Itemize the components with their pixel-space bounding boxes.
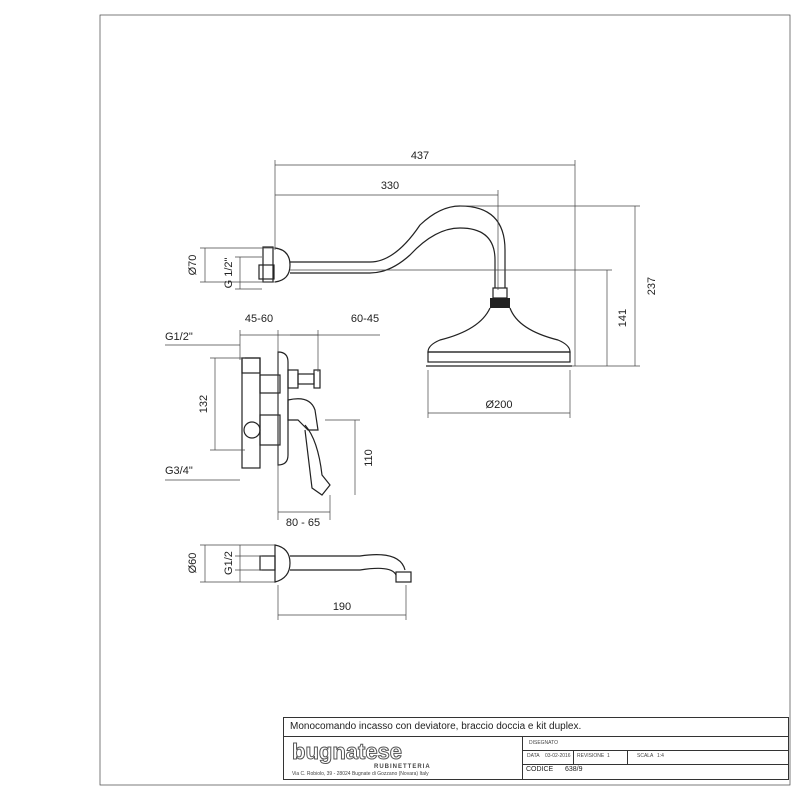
brand-logo: bugnatese <box>291 739 403 765</box>
drawing-title: Monocomando incasso con deviatore, bracc… <box>284 718 788 737</box>
dim-g12-spout: G1/2 <box>223 551 235 575</box>
dim-45-60: 45-60 <box>245 313 273 325</box>
brand-subtitle: RUBINETTERIA <box>374 764 431 770</box>
dim-200: Ø200 <box>486 399 513 411</box>
mixer-valve <box>241 351 331 496</box>
dim-70: Ø70 <box>187 255 199 276</box>
date-value: 03-02-2016 <box>545 753 571 759</box>
dim-110: 110 <box>363 449 375 467</box>
dim-132: 132 <box>198 395 210 413</box>
sheet-border <box>99 14 791 786</box>
dim-80-65: 80 - 65 <box>286 517 320 529</box>
dim-60: Ø60 <box>187 553 199 574</box>
dim-237: 237 <box>646 277 658 295</box>
dimension-labels: 437 330 237 141 Ø200 Ø70 G 1/2" 45-60 60… <box>165 150 658 613</box>
shower-arm <box>258 205 572 367</box>
date-label: DATA <box>527 753 540 759</box>
revision-value: 1 <box>607 753 610 759</box>
company-address: Via C. Robiolo, 39 - 28024 Bugnate di Go… <box>292 771 429 777</box>
code-label: CODICE <box>526 766 554 773</box>
designed-label: DISEGNATO <box>529 740 558 746</box>
dim-330: 330 <box>381 180 399 192</box>
dim-g34: G3/4" <box>165 465 193 477</box>
title-block: Monocomando incasso con deviatore, bracc… <box>283 717 789 780</box>
revision-label: REVISIONE <box>577 753 605 759</box>
dim-60-45: 60-45 <box>351 313 379 325</box>
scale-label: SCALA <box>637 753 654 759</box>
scale-value: 1:4 <box>657 753 664 759</box>
dim-g12-valve: G1/2" <box>165 331 193 343</box>
dim-190: 190 <box>333 601 351 613</box>
dimension-lines <box>165 160 640 620</box>
code-value: 638/9 <box>565 766 583 773</box>
dim-141: 141 <box>617 309 629 327</box>
dim-g12-arm: G 1/2" <box>223 258 235 289</box>
bath-spout <box>259 544 412 583</box>
dim-437: 437 <box>411 150 429 162</box>
